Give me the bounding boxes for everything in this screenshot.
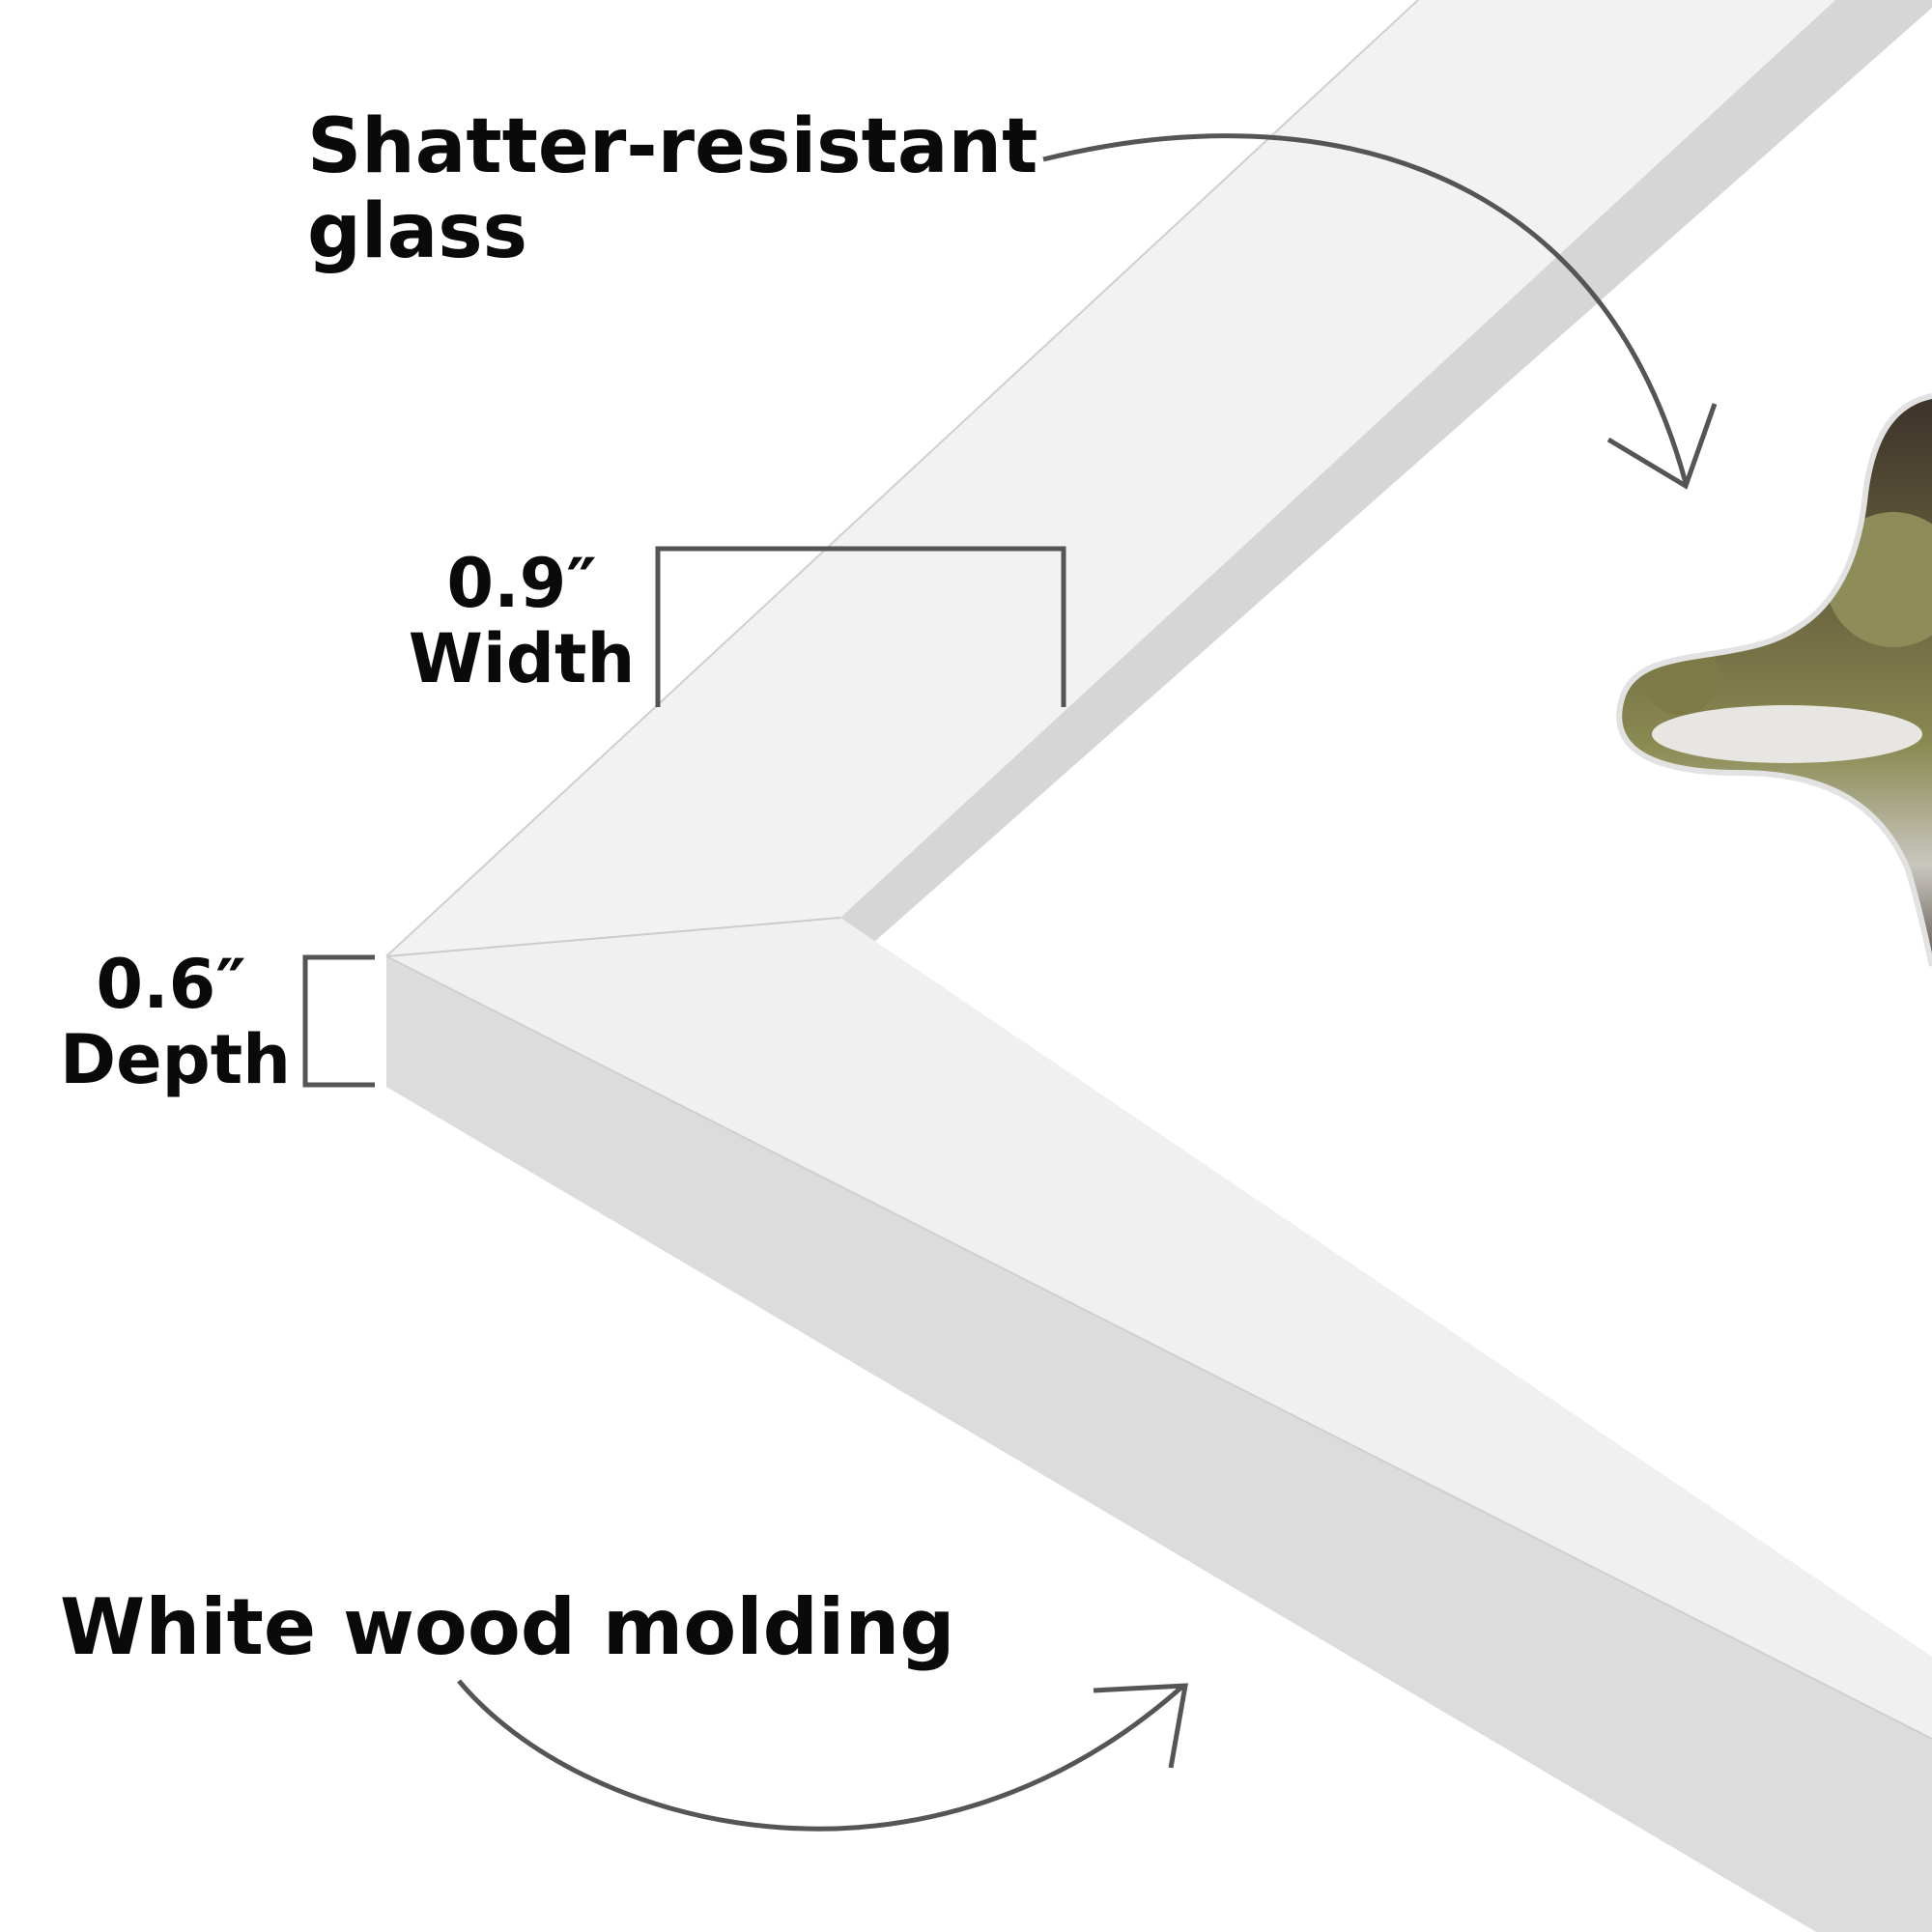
depth-callout-label: 0.6″ Depth [60, 945, 291, 1099]
molding-callout-label: White wood molding [60, 1584, 955, 1671]
glass-callout-line1: Shatter-resistant [307, 103, 1038, 190]
molding-arrow [457, 1679, 1185, 1832]
glass-arrowhead-icon [1606, 403, 1718, 490]
width-value: 0.9″ [446, 544, 597, 623]
depth-bracket [302, 954, 375, 1088]
frame-top-rail-face [386, 0, 1835, 956]
width-label: Width [408, 619, 636, 698]
width-bracket [655, 546, 1066, 707]
glass-callout-line2: glass [307, 188, 528, 275]
frame-top-rail-bevel [840, 0, 1932, 942]
depth-label: Depth [60, 1020, 291, 1099]
frame-bottom-rail-face [386, 918, 1932, 1739]
frame-top-rail-edge [385, 0, 1419, 957]
frame-bottom-rail-edge [385, 955, 1932, 1740]
molding-arrowhead-icon [1093, 1683, 1189, 1769]
molding-callout-text: White wood molding [60, 1582, 955, 1672]
depth-value: 0.6″ [96, 945, 246, 1024]
mat-opening-edge [1616, 393, 1932, 967]
glass-callout-label: Shatter-resistant glass [307, 104, 1037, 274]
frame-miter-joint [385, 917, 841, 957]
glass-arrow [1042, 133, 1689, 484]
frame-bottom-rail-side [386, 956, 1932, 1932]
width-callout-label: 0.9″ Width [406, 546, 638, 696]
